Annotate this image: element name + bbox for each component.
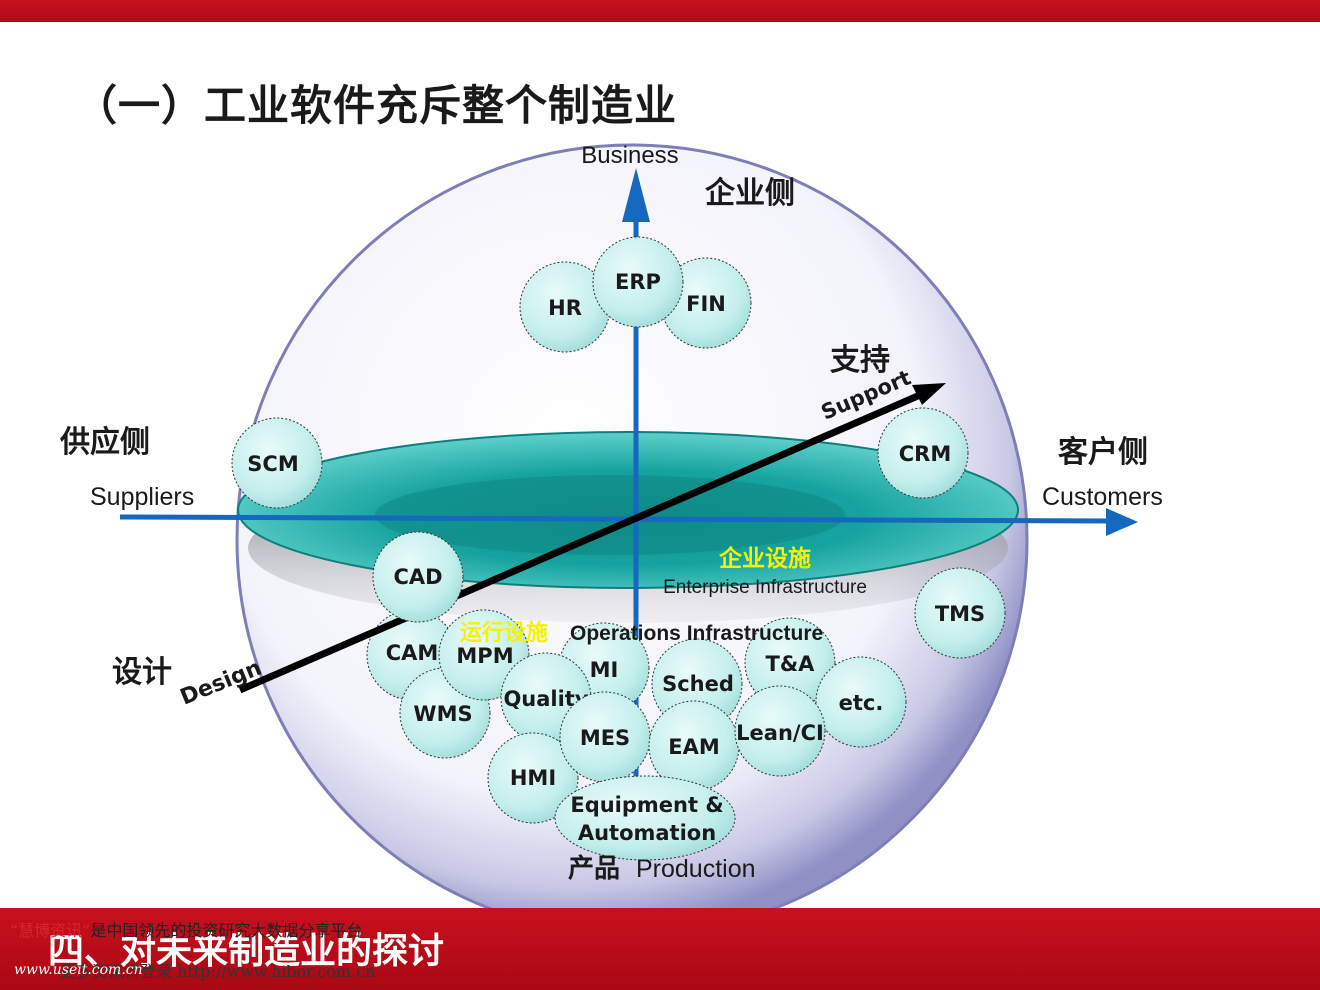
- product-cn-label: 产品: [568, 854, 620, 884]
- bubble-wms-label: WMS: [413, 702, 472, 726]
- bubble-sched-label: Sched: [662, 672, 734, 696]
- enterprise-side-label: 企业侧: [705, 176, 795, 211]
- watermark-line-2: 更多资讯请登录 http://www.hibor.com.cn: [60, 962, 376, 981]
- watermark-brand: “慧博资讯”: [10, 921, 91, 940]
- bubble-hr-label: HR: [548, 296, 582, 320]
- bubble-equipment: Equipment & Automation: [554, 775, 736, 861]
- design-support-axis: [238, 391, 922, 694]
- design-en-label: Design: [177, 655, 265, 710]
- bubble-etc: etc.: [815, 656, 907, 748]
- watermark-text-1: 是中国领先的投资研究大数据分享平台: [90, 921, 363, 940]
- bubble-fin-label: FIN: [686, 292, 726, 316]
- bubble-equipment-label-1: Equipment &: [570, 793, 723, 817]
- bubble-hmi: HMI: [487, 732, 579, 824]
- slide-title: （一）工业软件充斥整个制造业: [75, 81, 678, 130]
- bubble-eam-label: EAM: [668, 735, 720, 759]
- bubble-tms-label: TMS: [935, 602, 985, 626]
- bubble-mi-label: MI: [590, 658, 619, 682]
- bubble-ta-label: T&A: [766, 652, 816, 676]
- bubble-tms: TMS: [914, 567, 1006, 659]
- watermark-line-1: “慧博资讯”是中国领先的投资研究大数据分享平台: [10, 917, 362, 941]
- bubble-cad-label: CAD: [393, 565, 442, 589]
- operations-label-en: Operations Infrastructure: [570, 622, 823, 645]
- enterprise-disc-inner: [375, 475, 845, 555]
- support-arrowhead: [912, 383, 946, 405]
- bubble-crm-label: CRM: [899, 442, 951, 466]
- top-red-bar: [0, 0, 1320, 22]
- bubble-cad: CAD: [372, 531, 464, 623]
- bubble-hmi-label: HMI: [510, 766, 556, 790]
- design-cn-label: 设计: [112, 655, 172, 690]
- bubble-equipment-label-2: Automation: [578, 821, 716, 845]
- business-label: Business: [581, 142, 678, 169]
- bubble-mes-label: MES: [580, 726, 630, 750]
- supply-side-label: 供应侧: [59, 425, 150, 460]
- bubble-ta: T&A: [744, 617, 836, 709]
- bubble-scm: SCM: [231, 417, 323, 509]
- enterprise-label-en: Enterprise Infrastructure: [663, 577, 867, 598]
- bubble-cam-label: CAM: [386, 641, 439, 665]
- bubble-mpm-label: MPM: [456, 644, 513, 668]
- bubble-lean: Lean/CI: [734, 685, 826, 777]
- side-bubbles: SCM CRM CAD TMS: [231, 407, 1006, 659]
- bubble-fin: FIN: [660, 257, 752, 349]
- customers-arrowhead: [1106, 508, 1138, 536]
- bubble-eam: EAM: [648, 700, 740, 792]
- operations-bubbles: CAM WMS MPM MI Quality Sched T&A etc.: [366, 609, 907, 861]
- bottom-red-bar: [0, 908, 1320, 990]
- bubble-crm: CRM: [877, 407, 969, 499]
- customer-side-label: 客户侧: [1058, 435, 1148, 470]
- bubble-mes: MES: [559, 691, 651, 783]
- business-arrowhead: [622, 168, 650, 222]
- business-bubbles: HR FIN ERP: [519, 236, 752, 353]
- suppliers-label: Suppliers: [90, 483, 194, 511]
- customers-label: Customers: [1042, 483, 1163, 511]
- support-cn-label: 支持: [830, 343, 890, 378]
- watermark-site: www.useit.com.cn: [14, 962, 143, 978]
- bubble-erp: ERP: [592, 236, 684, 328]
- section-title: 四、对未来制造业的探讨: [48, 931, 445, 972]
- bubble-erp-label: ERP: [615, 270, 661, 294]
- bubble-scm-label: SCM: [247, 452, 298, 476]
- production-label: Production: [636, 855, 756, 883]
- enterprise-label-cn: 企业设施: [718, 545, 811, 572]
- bubble-etc-label: etc.: [839, 691, 884, 715]
- supply-customer-axis: [119, 514, 1111, 524]
- operations-label-cn: 运行设施: [460, 620, 548, 646]
- bubble-lean-label: Lean/CI: [736, 721, 824, 745]
